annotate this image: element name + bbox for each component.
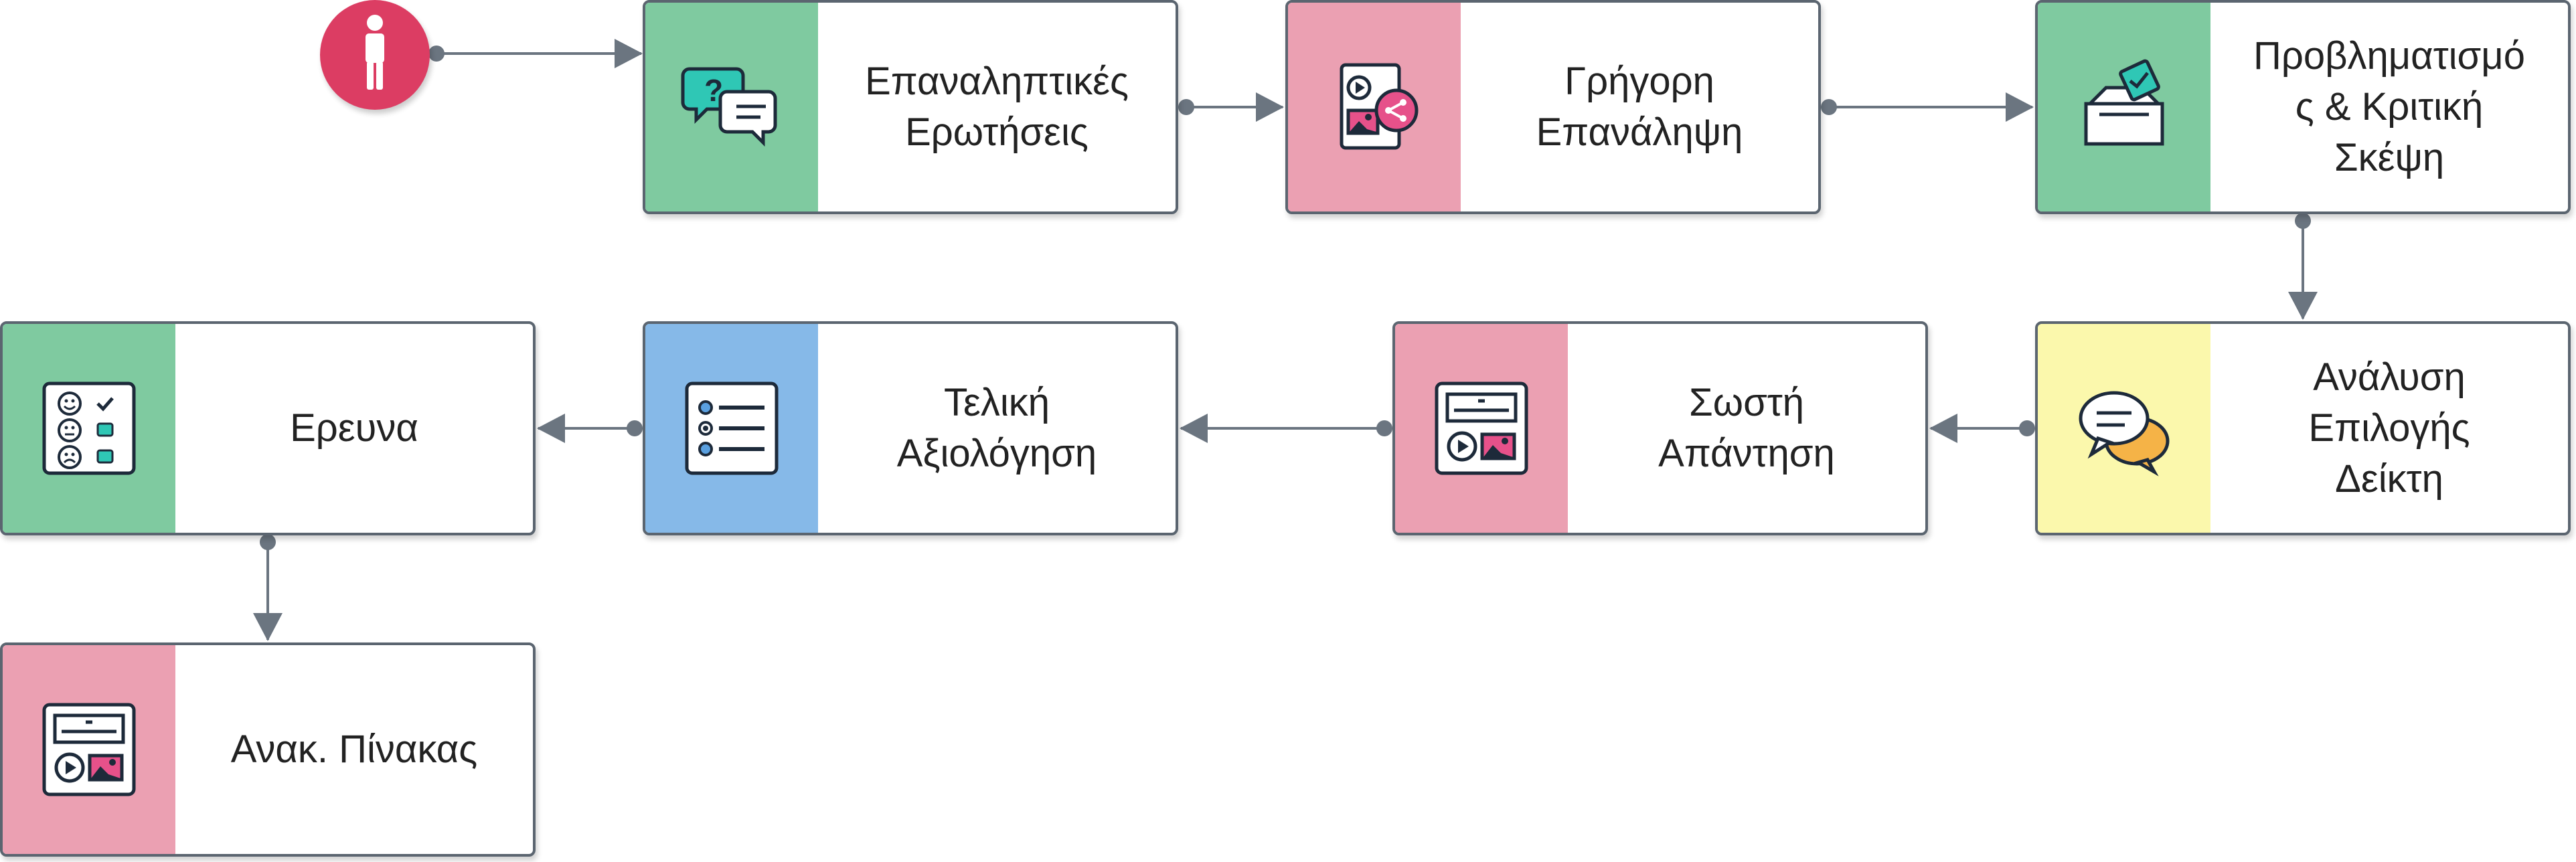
node-label: Προβληματισμό ς & Κριτική Σκέψη: [2253, 34, 2525, 179]
question-chat-icon: ?: [681, 67, 777, 147]
checklist-icon: [685, 381, 779, 475]
survey-icon: [42, 381, 136, 475]
media-board-icon: [1435, 381, 1528, 475]
node-label: Σωστή Απάντηση: [1658, 381, 1835, 475]
node-strip: [2038, 324, 2210, 533]
node-correct-answer[interactable]: Σωστή Απάντηση: [1392, 321, 1928, 535]
node-label: Ανακ. Πίνακας: [230, 727, 478, 771]
edge-n1-n2: [1178, 92, 1284, 122]
node-strip: [1395, 324, 1568, 533]
edge-n6-n7: [537, 414, 643, 443]
ballot-box-icon: [2084, 59, 2164, 146]
node-label: Γρήγορη Επανάληψη: [1536, 60, 1743, 154]
edge-n2-n3: [1821, 92, 2034, 122]
media-share-icon: [1340, 63, 1419, 150]
node-index-analysis[interactable]: Ανάλυση Επιλογής Δείκτη: [2035, 321, 2571, 535]
node-label: Επαναληπτικές Ερωτήσεις: [865, 60, 1129, 154]
node-strip: [2038, 3, 2210, 211]
start-node[interactable]: [320, 0, 430, 110]
node-label: Ανάλυση Επιλογής Δείκτη: [2308, 355, 2470, 501]
media-board-icon: [42, 703, 136, 796]
chat-bubbles-icon: [2079, 391, 2170, 477]
node-label: Ερευνα: [290, 406, 418, 450]
edge-n5-n6: [1180, 414, 1392, 443]
edge-start-n1: [428, 39, 643, 68]
node-strip: [645, 324, 818, 533]
node-strip: [3, 324, 175, 533]
node-strip: ?: [645, 3, 818, 211]
node-board[interactable]: Ανακ. Πίνακας: [0, 642, 536, 857]
node-strip: [3, 645, 175, 854]
node-label: Τελική Αξιολόγηση: [896, 381, 1097, 475]
edge-n3-n4: [2288, 213, 2318, 320]
node-final-assessment[interactable]: Τελική Αξιολόγηση: [643, 321, 1178, 535]
node-critical-thinking[interactable]: Προβληματισμό ς & Κριτική Σκέψη: [2035, 0, 2571, 214]
node-strip: [1288, 3, 1461, 211]
node-quick-review[interactable]: Γρήγορη Επανάληψη: [1285, 0, 1821, 214]
edge-n4-n5: [1929, 414, 2035, 443]
person-icon: [366, 15, 384, 90]
node-research[interactable]: Ερευνα: [0, 321, 536, 535]
edge-n7-n8: [253, 534, 283, 641]
node-repeat-questions[interactable]: ? Επαναληπτικές Ερωτήσεις: [643, 0, 1178, 214]
